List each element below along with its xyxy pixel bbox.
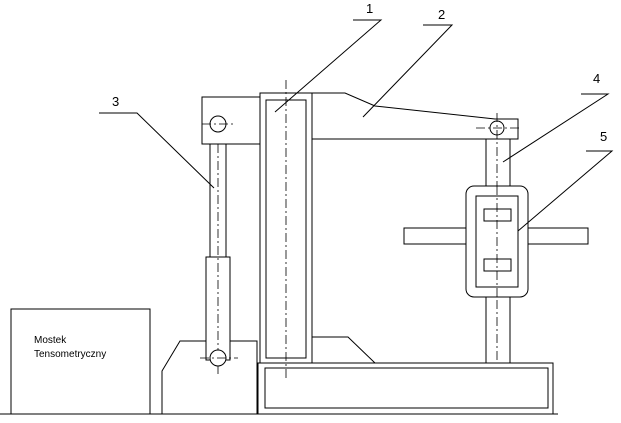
rod-lower-sleeve [205,256,231,361]
upper-left-head [201,96,261,145]
bridge-box-line2: Tensometryczny [34,349,106,360]
leader-5 [517,150,614,232]
bridge-box-line1: Mostek [34,335,67,346]
link-rod-3 [205,110,231,375]
leader-2 [362,24,454,118]
label-1: 1 [366,1,373,16]
leader-4 [502,93,610,163]
lower-pivot [200,349,238,367]
label-3: 3 [112,94,119,109]
bridge-box-outline [10,308,151,415]
clamp-5 [465,185,529,298]
base-inner [264,367,549,409]
leader-3 [99,112,215,189]
main-column-1 [259,80,313,380]
base-gusset [311,336,377,364]
clamp-upper-slot [483,208,512,222]
strain-bridge-box: Mostek Tensometryczny [10,308,151,415]
part-labels: 1 2 3 4 5 [112,1,607,144]
arm-body [311,92,519,140]
leader-1 [274,19,383,113]
label-2: 2 [438,7,445,22]
clamp-lower-slot [483,258,512,272]
leader-lines [99,19,614,232]
label-4: 4 [593,71,600,86]
label-5: 5 [600,129,607,144]
base-beam [257,336,554,415]
upper-arm-2 [311,92,520,140]
